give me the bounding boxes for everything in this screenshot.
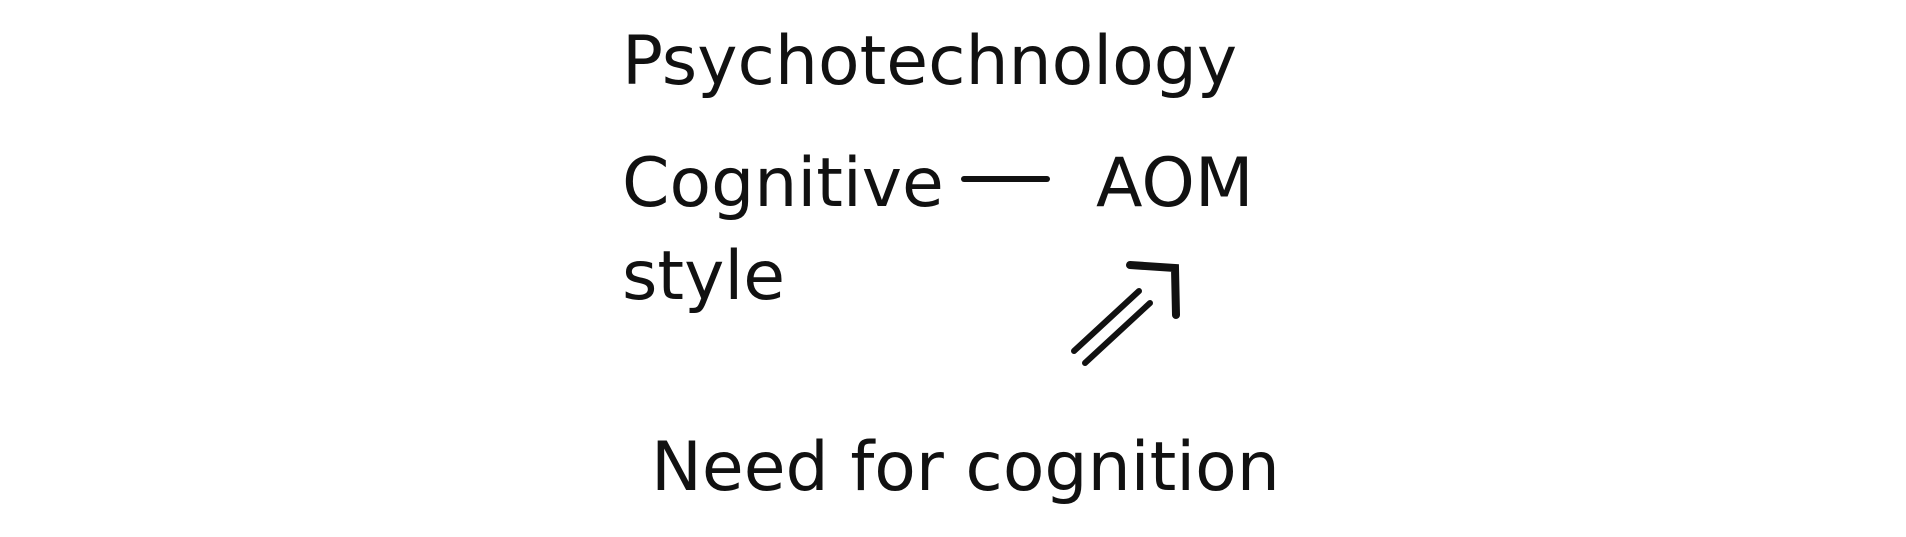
edge-need-for-cognition-aom-double-arrow [1071,261,1180,366]
double-arrow-head [1126,261,1180,319]
node-cognitive-style-line1: Cognitive [622,144,944,223]
node-need-for-cognition: Need for cognition [651,428,1280,507]
node-aom: AOM [1096,144,1254,223]
node-cognitive-style-line2: style [622,237,786,316]
double-arrow-shaft-lower [1082,300,1153,366]
diagram-title: Psychotechnology [622,22,1238,101]
double-arrow-shaft-upper [1071,288,1142,354]
